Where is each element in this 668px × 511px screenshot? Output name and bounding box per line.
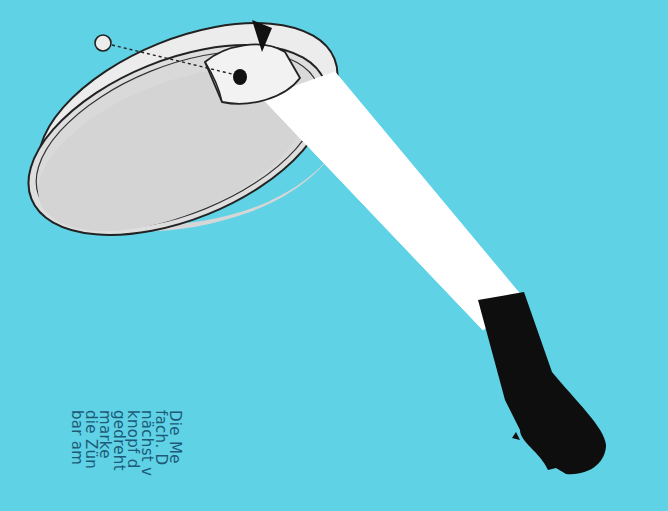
body-text-line: marke (98, 410, 112, 476)
disc-face-shade (16, 36, 329, 265)
disc-groove (11, 15, 345, 265)
rotated-text: Die Mefach. Dnächst vknopf dgedrehtmarke… (70, 410, 182, 476)
body-text-line: knopf d (126, 410, 140, 476)
body-text-line: die Zün (84, 410, 98, 476)
black-grip (478, 292, 606, 474)
body-text-line: bar am (70, 410, 84, 476)
body-text-line: Die Me (168, 410, 182, 476)
body-text-line: nächst v (140, 410, 154, 476)
dashed-line (112, 45, 232, 74)
pointer-triangle (252, 20, 272, 52)
zero-mark (95, 35, 111, 51)
body-text-line: fach. D (154, 410, 168, 476)
handle-strip (262, 72, 525, 330)
black-dot (233, 69, 247, 85)
grip-notch (512, 432, 520, 440)
handle-cap (205, 45, 300, 104)
body-text-line: gedreht (112, 410, 126, 476)
